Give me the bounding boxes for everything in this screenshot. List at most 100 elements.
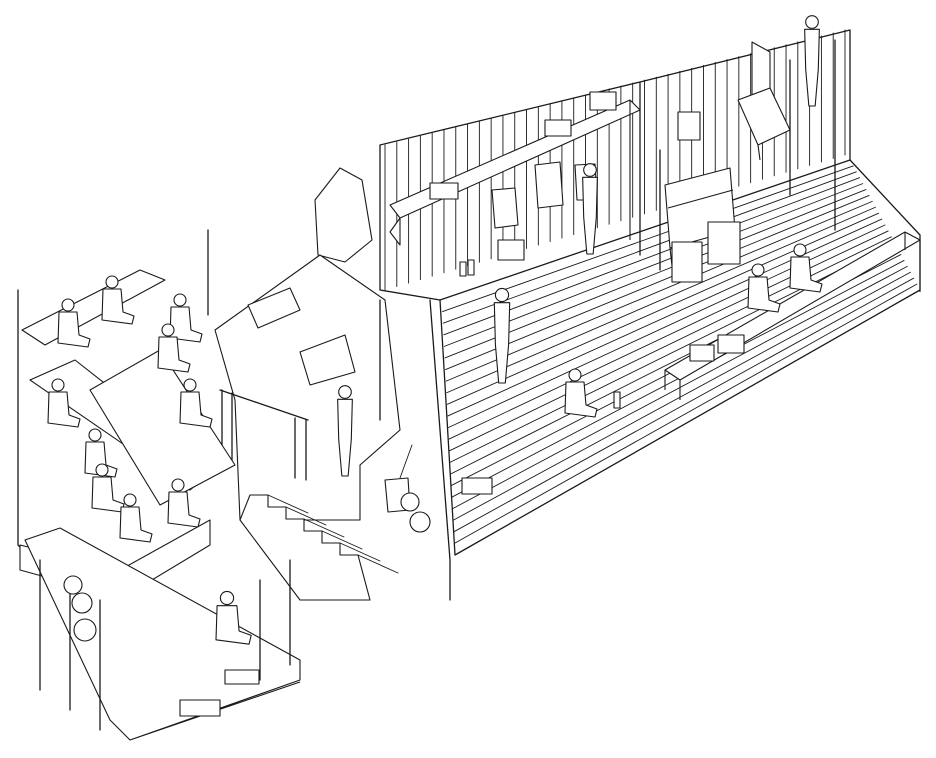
floor-plank: [442, 165, 854, 313]
floor-plank: [449, 242, 895, 463]
figure-body: [789, 256, 823, 293]
jar: [409, 511, 431, 533]
seated-figure: [564, 368, 598, 418]
stair-tread: [303, 518, 345, 538]
figure-head: [123, 493, 137, 507]
folded-clothes: [717, 334, 745, 354]
figure-body: [337, 398, 353, 477]
seated-figure: [215, 590, 252, 645]
floor-plank: [453, 277, 915, 533]
seated-figure: [47, 378, 81, 428]
jar: [400, 492, 420, 512]
figure-head: [793, 243, 807, 257]
figure-body: [493, 302, 511, 384]
seated-figure: [789, 243, 823, 293]
figure-body: [215, 605, 252, 645]
chimney: [314, 167, 373, 263]
floor-plank: [444, 189, 867, 359]
floor-plank: [446, 206, 876, 394]
figure-body: [84, 441, 118, 478]
figure-head: [494, 287, 510, 303]
floor-plank: [448, 224, 886, 428]
figure-head: [173, 293, 187, 307]
floor-plank: [447, 218, 883, 417]
stair-railing: [219, 389, 309, 481]
figure-head: [161, 323, 175, 337]
standing-figure: [493, 287, 511, 384]
figure-head: [95, 463, 109, 477]
floor-plank: [452, 271, 911, 521]
folded-towel: [589, 91, 617, 111]
support-posts: [659, 39, 836, 271]
seated-figure: [169, 293, 203, 343]
partition-wall: [379, 299, 451, 601]
seated-figure: [157, 323, 191, 373]
seated-figure: [101, 275, 135, 325]
figure-head: [219, 590, 235, 606]
basket: [707, 221, 741, 265]
upper-bench: [21, 269, 166, 346]
seated-figure: [57, 298, 91, 348]
stair-steps: [239, 494, 371, 601]
towel-stack: [461, 477, 493, 495]
figure-body: [179, 391, 213, 428]
stair-tread: [321, 530, 363, 550]
stair-tread: [357, 554, 399, 574]
standing-figure: [337, 385, 353, 477]
changing-room-bench: [664, 231, 921, 400]
figure-head: [751, 263, 765, 277]
basin: [224, 669, 260, 685]
figure-head: [105, 275, 119, 289]
changing-room-back-wall: [379, 29, 851, 301]
seated-figure: [179, 378, 213, 428]
figure-body: [804, 28, 820, 107]
stove-block: [214, 254, 401, 521]
wood-door-panel: [247, 287, 301, 329]
figure-body: [167, 491, 201, 528]
stair-tread: [339, 542, 381, 562]
round-container: [63, 575, 83, 595]
figures: [47, 15, 823, 645]
bottles: [459, 259, 621, 409]
stairs: [239, 494, 399, 601]
floor-planks: [442, 165, 918, 544]
seated-figure: [119, 493, 153, 543]
floor-plank: [445, 200, 873, 382]
seated-figure: [84, 428, 118, 478]
standing-figure: [804, 15, 820, 107]
floor-plank: [443, 183, 864, 347]
floor-plank: [448, 230, 889, 440]
round-container: [71, 592, 93, 614]
sink-cabinet: [737, 87, 791, 161]
basket: [671, 241, 703, 283]
figure-body: [564, 381, 598, 418]
wall-slats: [384, 29, 846, 291]
floor-plank: [449, 236, 892, 452]
changing-room: [379, 29, 921, 556]
sauna-floor: [89, 349, 236, 506]
stair-tread: [267, 494, 309, 514]
figure-body: [57, 311, 91, 348]
floor-plank: [453, 283, 918, 544]
picture-frame: [677, 111, 701, 141]
sauna-room: [17, 229, 301, 741]
folded-clothes: [689, 344, 715, 362]
standing-figure: [582, 163, 598, 255]
figure-body: [747, 276, 781, 313]
seated-figure: [91, 463, 125, 513]
ladle: [399, 444, 413, 479]
figure-body: [119, 506, 153, 543]
hanging-clothes: [491, 161, 598, 229]
floor-plank: [445, 195, 870, 370]
figure-head: [171, 478, 185, 492]
central-partition: [214, 167, 451, 601]
figure-head: [183, 378, 197, 392]
figure-body: [157, 336, 191, 373]
seated-figure: [167, 478, 201, 528]
figure-head: [583, 163, 597, 177]
stove-window: [299, 334, 356, 386]
figure-head: [51, 378, 65, 392]
figure-body: [47, 391, 81, 428]
figure-head: [568, 368, 582, 382]
